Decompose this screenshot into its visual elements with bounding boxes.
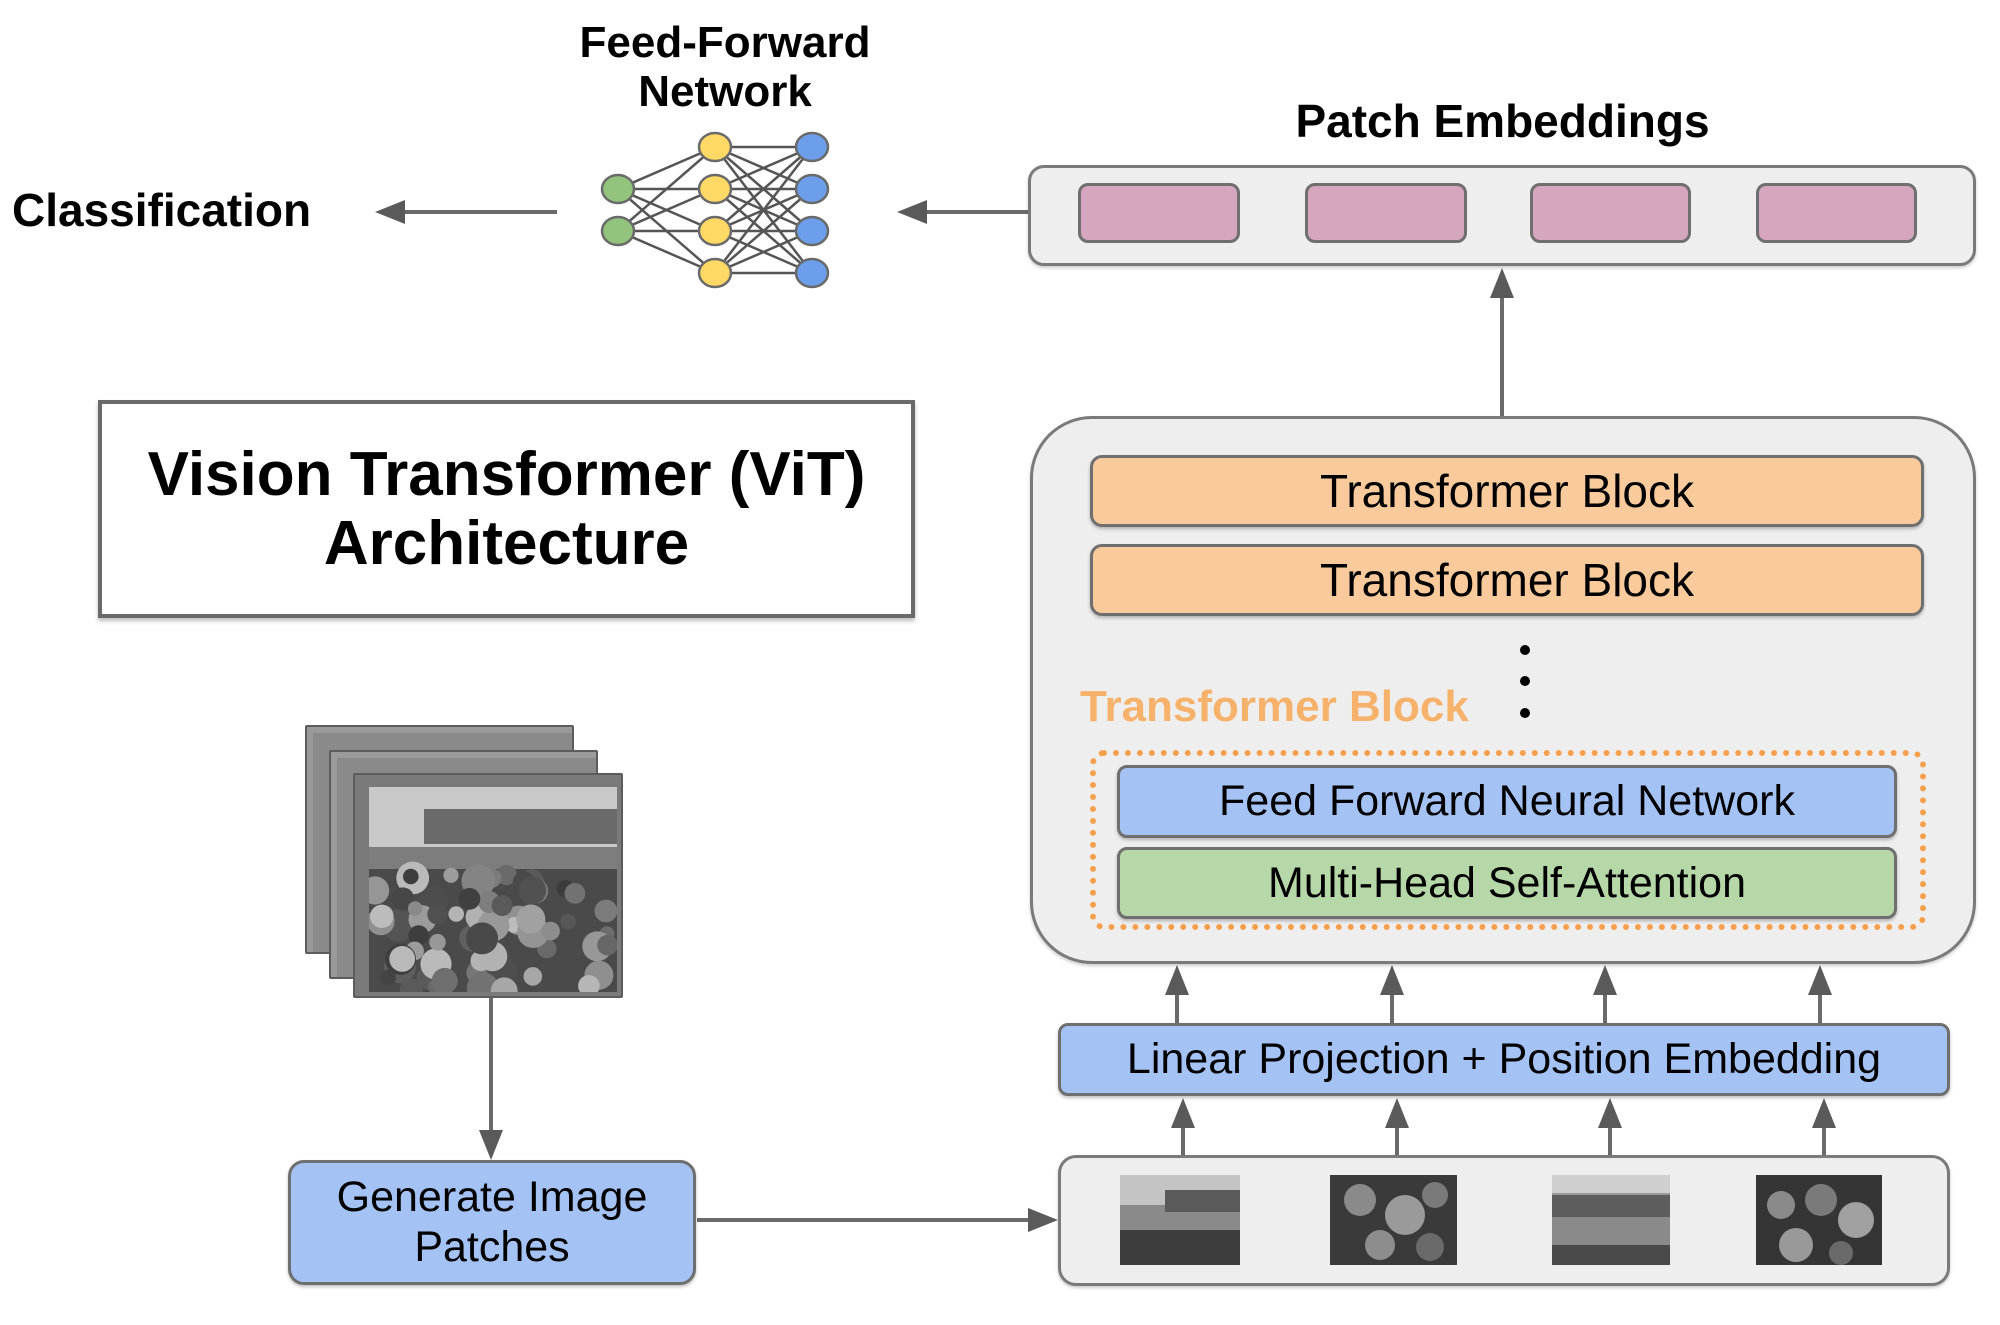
nn-node-hidden: [697, 257, 733, 289]
image-patch-2: [1330, 1175, 1457, 1265]
transformer-block-detail-outline: [1090, 750, 1926, 930]
linear-projection-label: Linear Projection + Position Embedding: [1126, 1035, 1882, 1083]
feed-forward-layer-label: Feed Forward Neural Network: [1219, 777, 1795, 825]
patch-embeddings-title: Patch Embeddings: [1295, 95, 1710, 147]
generate-patches-line2: Patches: [414, 1222, 570, 1271]
nn-edge: [714, 146, 813, 232]
nn-node-hidden: [697, 131, 733, 163]
transformer-block-detail-label: Transformer Block: [1080, 682, 1469, 731]
ffn-title-line2: Network: [638, 67, 812, 117]
nn-node-output: [794, 215, 830, 247]
arrowhead-patches: [1028, 1208, 1058, 1232]
patch-embedding-1: [1078, 183, 1240, 243]
page-title-line1: Vision Transformer (ViT): [147, 439, 866, 509]
nn-edge: [714, 188, 813, 274]
patch-embedding-3: [1530, 183, 1691, 243]
nn-edge: [617, 146, 716, 232]
arrowhead-patch-embeddings: [1490, 268, 1514, 298]
nn-edge: [714, 146, 813, 274]
nn-node-hidden: [697, 173, 733, 205]
ellipsis-dots: [1520, 645, 1532, 725]
title-box: Vision Transformer (ViT) Architecture: [98, 400, 915, 618]
feed-forward-layer: Feed Forward Neural Network: [1117, 765, 1897, 838]
image-patch-4: [1756, 1175, 1882, 1265]
image-stack-icon: [305, 725, 625, 1005]
image-patch-3: [1552, 1175, 1670, 1265]
nn-node-input: [600, 215, 636, 247]
patch-embedding-4: [1756, 183, 1917, 243]
patch-embedding-2: [1305, 183, 1467, 243]
generate-image-patches-box: Generate Image Patches: [288, 1160, 696, 1285]
transformer-block-2-label: Transformer Block: [1319, 554, 1695, 606]
arrowhead-ffn: [897, 200, 927, 224]
arrowhead-classification: [375, 200, 405, 224]
arrowhead-generate-patches: [479, 1130, 503, 1160]
ffn-title: Feed-Forward Network: [540, 18, 910, 117]
classification-label: Classification: [12, 184, 312, 236]
self-attention-layer-label: Multi-Head Self-Attention: [1268, 858, 1746, 907]
nn-node-input: [600, 173, 636, 205]
transformer-block-2: Transformer Block: [1090, 544, 1924, 616]
transformer-block-1: Transformer Block: [1090, 455, 1924, 527]
self-attention-layer: Multi-Head Self-Attention: [1117, 847, 1897, 919]
nn-node-output: [794, 131, 830, 163]
nn-node-hidden: [697, 215, 733, 247]
arrows-patches-to-projection: [1171, 1098, 1836, 1155]
image-patch-1: [1120, 1175, 1240, 1265]
nn-edge: [617, 145, 716, 191]
ffn-title-line1: Feed-Forward: [579, 18, 871, 67]
nn-edge: [617, 187, 716, 233]
linear-projection-box: Linear Projection + Position Embedding: [1058, 1023, 1950, 1096]
nn-node-output: [794, 257, 830, 289]
arrows-projection-to-encoder: [1165, 965, 1832, 1023]
nn-edge: [714, 145, 813, 191]
neural-network-icon: [600, 131, 830, 289]
page-title-line2: Architecture: [323, 509, 690, 578]
classroom-photo: [361, 787, 618, 1005]
generate-patches-line1: Generate Image: [336, 1173, 648, 1222]
nn-edge: [617, 229, 716, 275]
nn-node-output: [794, 173, 830, 205]
transformer-block-1-label: Transformer Block: [1319, 465, 1695, 517]
nn-edge: [714, 229, 813, 275]
